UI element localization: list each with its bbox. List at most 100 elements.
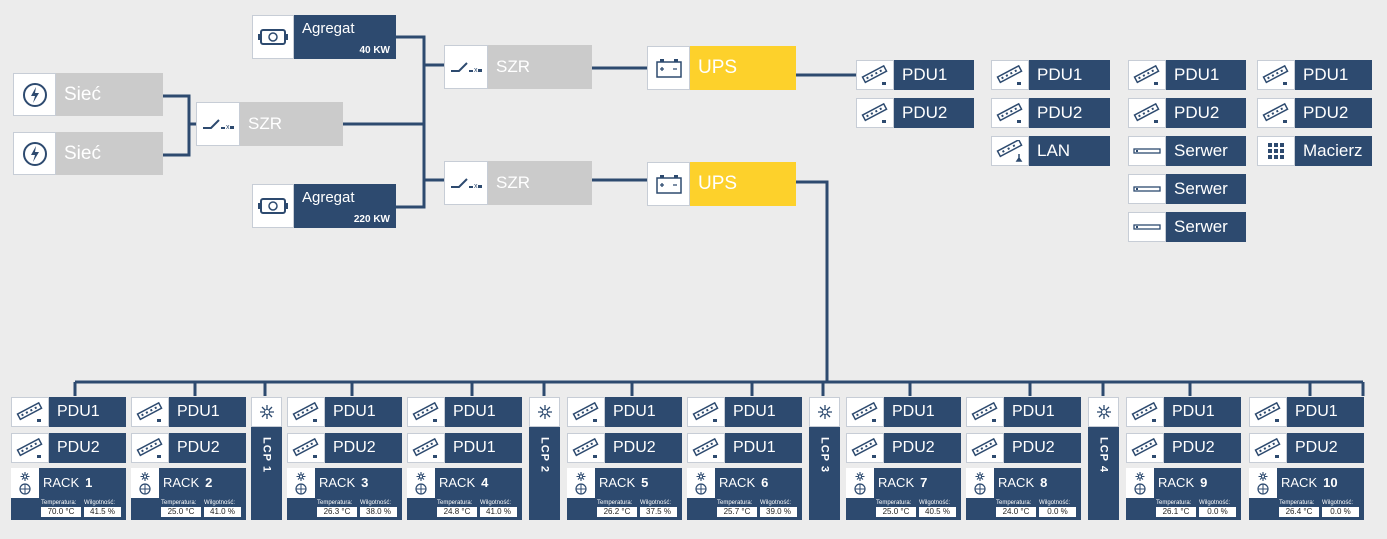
rack-5-pdu-a[interactable]: PDU1 bbox=[567, 397, 682, 427]
transfer-switch-icon: x bbox=[444, 45, 488, 89]
dist-col3-item-0[interactable]: PDU1 bbox=[1128, 60, 1246, 90]
snowflake-icon bbox=[809, 397, 840, 427]
dist-col2-item-2[interactable]: LAN bbox=[991, 136, 1110, 166]
dist-col3-item-2-label: Serwer bbox=[1166, 136, 1246, 166]
dist-col4-item-0[interactable]: PDU1 bbox=[1257, 60, 1372, 90]
rack-4-pdu-a[interactable]: PDU1 bbox=[407, 397, 522, 427]
rack-2-pdu-a-label: PDU1 bbox=[169, 397, 246, 427]
rack-number: 6 bbox=[761, 475, 769, 490]
rack-7-pdu-a[interactable]: PDU1 bbox=[846, 397, 961, 427]
rack-climate-icon bbox=[966, 468, 994, 498]
rack-3-pdu-b-label: PDU2 bbox=[325, 433, 402, 463]
dist-col1-item-0[interactable]: PDU1 bbox=[856, 60, 974, 90]
ups-lower[interactable]: UPS bbox=[647, 162, 796, 206]
rack-4-pdu-b[interactable]: PDU1 bbox=[407, 433, 522, 463]
rack-2-pdu-b[interactable]: PDU2 bbox=[131, 433, 246, 463]
rack-label: RACK bbox=[43, 475, 80, 490]
lcp-4-unit[interactable]: LCP 4 bbox=[1088, 397, 1119, 520]
humidity-label: Wilgotność: bbox=[480, 500, 512, 506]
rack-8-pdu-b[interactable]: PDU2 bbox=[966, 433, 1081, 463]
dist-col2-item-0[interactable]: PDU1 bbox=[991, 60, 1110, 90]
power-strip-icon bbox=[11, 397, 49, 427]
rack-climate-icon bbox=[687, 468, 715, 498]
dist-col4-item-1[interactable]: PDU2 bbox=[1257, 98, 1372, 128]
rack-9-pdu-b[interactable]: PDU2 bbox=[1126, 433, 1241, 463]
rack-number: 7 bbox=[920, 475, 928, 490]
humidity-value: 41.0 % bbox=[480, 507, 517, 517]
power-strip-icon bbox=[687, 397, 725, 427]
rack-5-pdu-b[interactable]: PDU2 bbox=[567, 433, 682, 463]
dist-col4-item-2-label: Macierz bbox=[1295, 136, 1372, 166]
dist-col3-item-1[interactable]: PDU2 bbox=[1128, 98, 1246, 128]
rack-1-pdu-b[interactable]: PDU2 bbox=[11, 433, 126, 463]
rack-9-pdu-a[interactable]: PDU1 bbox=[1126, 397, 1241, 427]
rack-1-pdu-a[interactable]: PDU1 bbox=[11, 397, 126, 427]
dist-col4-item-2[interactable]: Macierz bbox=[1257, 136, 1372, 166]
rack-6-pdu-a[interactable]: PDU1 bbox=[687, 397, 802, 427]
szr-label: SZR bbox=[488, 161, 592, 205]
temperature-label: Temperatura: bbox=[876, 500, 912, 506]
rack-1-pdu-a-label: PDU1 bbox=[49, 397, 126, 427]
dist-col3-item-3-label: Serwer bbox=[1166, 174, 1246, 204]
rack-9-pdu-b-label: PDU2 bbox=[1164, 433, 1241, 463]
humidity-label: Wilgotność: bbox=[760, 500, 792, 506]
power-strip-icon bbox=[846, 397, 884, 427]
rack-climate-icon bbox=[846, 468, 874, 498]
rack-label: RACK bbox=[878, 475, 915, 490]
dist-col3-item-0-label: PDU1 bbox=[1166, 60, 1246, 90]
rack-6-pdu-a-label: PDU1 bbox=[725, 397, 802, 427]
rack-8-pdu-a[interactable]: PDU1 bbox=[966, 397, 1081, 427]
rack-10-pdu-a[interactable]: PDU1 bbox=[1249, 397, 1364, 427]
power-strip-icon bbox=[966, 397, 1004, 427]
lcp-2-unit[interactable]: LCP 2 bbox=[529, 397, 560, 520]
rack-7-pdu-b[interactable]: PDU2 bbox=[846, 433, 961, 463]
rack-8-pdu-a-label: PDU1 bbox=[1004, 397, 1081, 427]
szr-main[interactable]: x SZR bbox=[196, 102, 343, 146]
temperature-label: Temperatura: bbox=[996, 500, 1032, 506]
szr-upper[interactable]: x SZR bbox=[444, 45, 592, 89]
szr-lower[interactable]: x SZR bbox=[444, 161, 592, 205]
lcp-3-unit[interactable]: LCP 3 bbox=[809, 397, 840, 520]
temperature-label: Temperatura: bbox=[1156, 500, 1192, 506]
mains-source-2[interactable]: Sieć bbox=[13, 132, 163, 175]
mains-source-1[interactable]: Sieć bbox=[13, 73, 163, 116]
rack-6-pdu-b[interactable]: PDU1 bbox=[687, 433, 802, 463]
rack-10-pdu-b[interactable]: PDU2 bbox=[1249, 433, 1364, 463]
power-strip-icon bbox=[991, 98, 1029, 128]
humidity-value: 40.5 % bbox=[919, 507, 956, 517]
dist-col2-item-1-label: PDU2 bbox=[1029, 98, 1110, 128]
lcp-1-unit[interactable]: LCP 1 bbox=[251, 397, 282, 520]
power-strip-icon bbox=[991, 60, 1029, 90]
power-strip-icon bbox=[131, 433, 169, 463]
dist-col2-item-1[interactable]: PDU2 bbox=[991, 98, 1110, 128]
dist-col1-item-1[interactable]: PDU2 bbox=[856, 98, 974, 128]
rack-2-pdu-a[interactable]: PDU1 bbox=[131, 397, 246, 427]
dist-col3-item-3[interactable]: Serwer bbox=[1128, 174, 1246, 204]
rack-3-pdu-b[interactable]: PDU2 bbox=[287, 433, 402, 463]
snowflake-icon bbox=[529, 397, 560, 427]
rack-3-pdu-a[interactable]: PDU1 bbox=[287, 397, 402, 427]
ups-upper[interactable]: UPS bbox=[647, 46, 796, 90]
power-strip-icon bbox=[407, 433, 445, 463]
dist-col3-item-2[interactable]: Serwer bbox=[1128, 136, 1246, 166]
rack-3-pdu-a-label: PDU1 bbox=[325, 397, 402, 427]
dist-col3-item-4[interactable]: Serwer bbox=[1128, 212, 1246, 242]
